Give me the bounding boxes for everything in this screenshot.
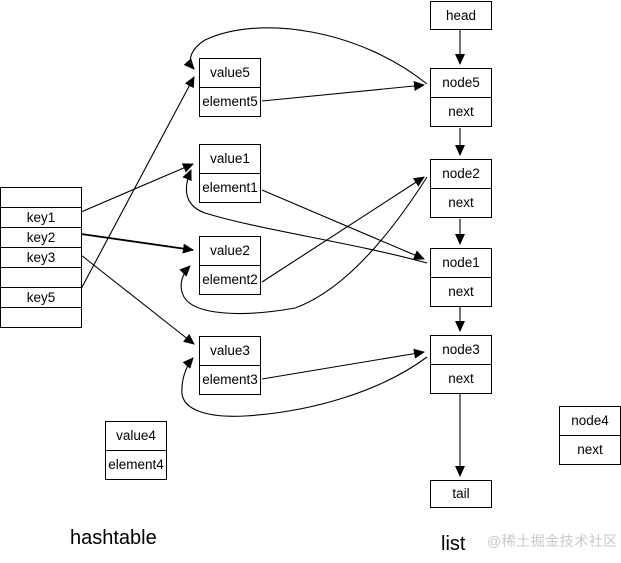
hashtable-slot-key5: key5 (1, 288, 81, 308)
edge-key2-value2 (80, 233, 194, 254)
value5-cell: value5 (200, 59, 260, 88)
watermark-text: @稀土掘金技术社区 (487, 533, 618, 549)
value4-box: value4 element4 (105, 421, 167, 480)
node2-box: node2 next (430, 159, 492, 218)
node1-cell: node1 (431, 249, 491, 278)
edge-key5-value5 (80, 76, 195, 290)
edge-element2-node2 (261, 176, 425, 283)
element3-cell: element3 (202, 372, 258, 387)
list-caption: list (441, 533, 466, 555)
node4-next-cell: next (577, 442, 603, 457)
element1-cell: element1 (202, 180, 258, 195)
hashtable-slot-key2: key2 (1, 228, 81, 248)
element5-cell: element5 (202, 94, 258, 109)
node5-box: node5 next (430, 68, 492, 127)
value1-cell: value1 (200, 145, 260, 174)
hashtable-slot-key3: key3 (1, 248, 81, 268)
edge-key1-value1 (80, 163, 194, 213)
value4-cell: value4 (106, 422, 166, 451)
node2-next-cell: next (448, 195, 474, 210)
node1-next-cell: next (448, 284, 474, 299)
hashtable-slot-empty-3 (1, 308, 81, 327)
node4-box: node4 next (559, 406, 621, 465)
value3-box: value3 element3 (199, 336, 261, 395)
hashtable-caption: hashtable (70, 527, 157, 549)
edge-key3-value3 (80, 254, 195, 345)
value3-cell: value3 (200, 337, 260, 366)
edge-node3-value3 (181, 356, 428, 417)
node3-cell: node3 (431, 336, 491, 365)
tail-box: tail (430, 480, 492, 508)
node5-cell: node5 (431, 69, 491, 98)
hashtable-box: key1 key2 key3 key5 (0, 187, 82, 328)
node4-cell: node4 (560, 407, 620, 436)
hashtable-slot-empty-1 (1, 188, 81, 208)
node3-box: node3 next (430, 335, 492, 394)
node2-cell: node2 (431, 160, 491, 189)
node1-box: node1 next (430, 248, 492, 307)
element4-cell: element4 (108, 457, 164, 472)
edge-element1-node1 (261, 189, 425, 260)
edge-node5-value5 (183, 27, 428, 85)
value2-cell: value2 (200, 237, 260, 266)
value5-box: value5 element5 (199, 58, 261, 117)
edge-node2-value2 (179, 176, 428, 315)
node3-next-cell: next (448, 371, 474, 386)
value1-box: value1 element1 (199, 144, 261, 203)
node5-next-cell: next (448, 104, 474, 119)
value2-box: value2 element2 (199, 236, 261, 295)
edge-element5-node5 (261, 81, 425, 102)
edge-element3-node3 (261, 348, 425, 380)
head-box: head (430, 1, 492, 30)
hashtable-slot-empty-2 (1, 268, 81, 288)
hashtable-slot-key1: key1 (1, 208, 81, 228)
element2-cell: element2 (202, 272, 258, 287)
